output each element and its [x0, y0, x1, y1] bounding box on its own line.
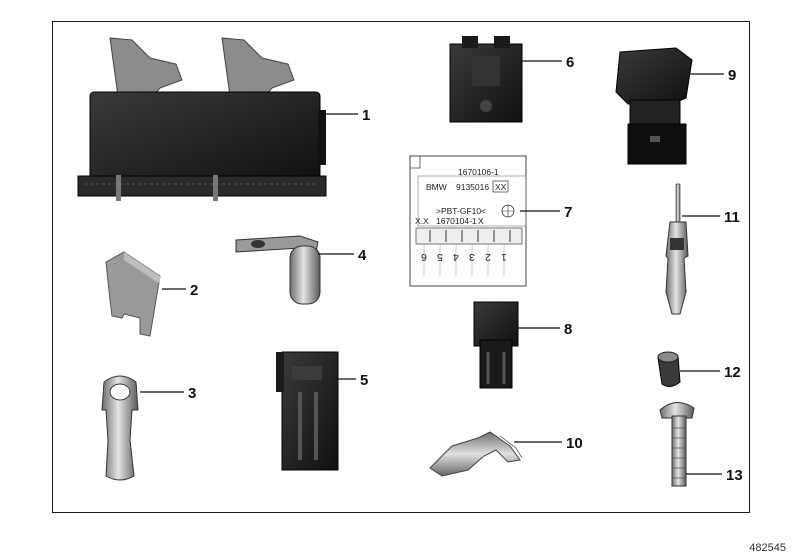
callout-8: 8 [564, 321, 572, 338]
callout-11: 11 [724, 209, 740, 226]
part-10-crimp-terminal [429, 431, 523, 477]
callout-7: 7 [564, 204, 572, 221]
part-13-bolt [659, 402, 695, 487]
callout-10: 10 [566, 435, 583, 452]
label-material: >PBT-GF10< [436, 206, 486, 216]
callout-13: 13 [726, 467, 743, 484]
callout-12: 12 [724, 364, 741, 381]
callout-3: 3 [188, 385, 196, 402]
label-box-code: XX [495, 182, 507, 192]
document-number: 482545 [749, 542, 786, 554]
part-12-plug [657, 351, 681, 388]
label-code-right: X [478, 216, 484, 226]
label-part-number-bottom: 1670104-1 [436, 216, 477, 226]
leader-lines [140, 60, 724, 475]
part-3-ring-terminal [101, 375, 139, 481]
label-code-left: X.X [415, 216, 429, 226]
callout-1: 1 [362, 107, 370, 124]
part-2-fuse [105, 251, 161, 337]
callout-4: 4 [358, 247, 367, 264]
callout-9: 9 [728, 67, 736, 84]
callout-2: 2 [190, 282, 198, 299]
pin-number-3: 3 [469, 251, 475, 263]
pin-number-4: 4 [453, 251, 459, 263]
callout-6: 6 [566, 54, 574, 71]
diagram-frame [52, 21, 750, 513]
part-11-pin-terminal [665, 183, 689, 315]
label-part-number-top: 1670106-1 [458, 167, 499, 177]
part-9-connector [615, 47, 693, 165]
pin-number-1: 1 [501, 251, 507, 263]
part-7-connector-label: 1670106-1 BMW 9135016 XX >PBT-GF10< X.X … [409, 155, 527, 287]
part-4-angle-terminal [235, 235, 321, 305]
pin-number-6: 6 [421, 251, 427, 263]
callout-numbers: 1 2 3 4 5 6 7 8 9 10 11 12 13 [188, 54, 743, 484]
label-brand: BMW [426, 182, 447, 192]
part-6-connector [449, 36, 523, 123]
pin-row [415, 227, 523, 276]
part-1-fuse-box [77, 37, 327, 201]
pin-number-5: 5 [437, 251, 443, 263]
label-bmw-number: 9135016 [456, 182, 489, 192]
part-8-connector [473, 301, 519, 389]
pin-number-2: 2 [485, 251, 491, 263]
part-5-connector [276, 351, 339, 471]
callout-5: 5 [360, 372, 368, 389]
